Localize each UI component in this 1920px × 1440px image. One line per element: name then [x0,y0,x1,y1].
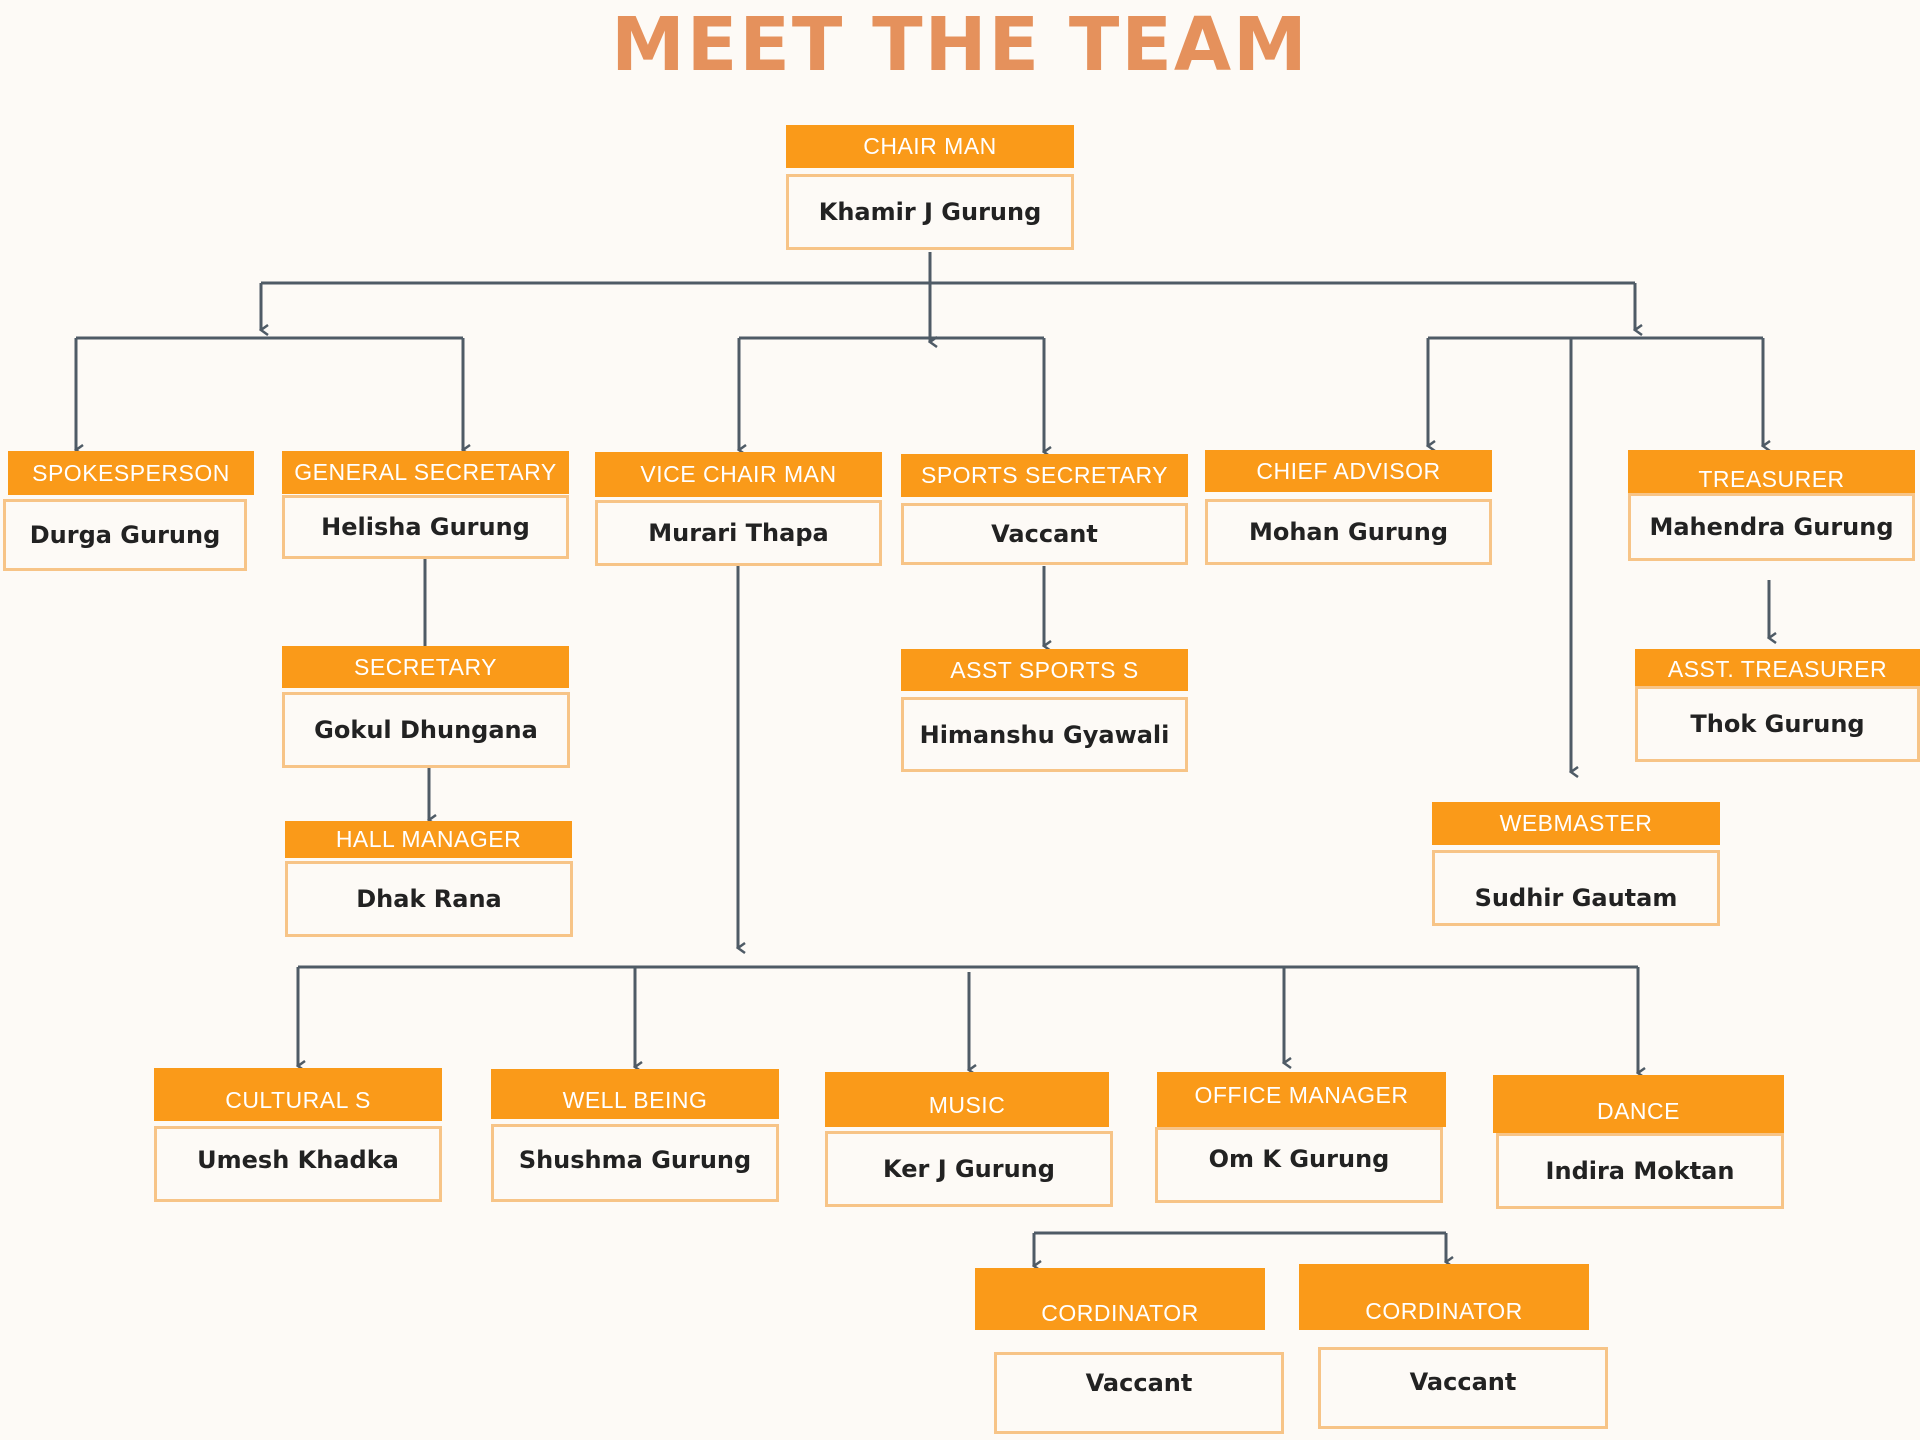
page-title: MEET THE TEAM [611,2,1309,88]
name-spokesperson: Durga Gurung [3,499,247,571]
role-well-being: WELL BEING [491,1069,779,1119]
role-hall-manager: HALL MANAGER [285,821,572,858]
role-office-manager: OFFICE MANAGER [1157,1072,1446,1127]
name-general-secretary: Helisha Gurung [282,495,569,559]
role-cultural: CULTURAL S [154,1068,442,1121]
role-coordinator-2: CORDINATOR [1299,1264,1589,1330]
role-coordinator-1: CORDINATOR [975,1268,1265,1330]
name-vice-chairman: Murari Thapa [595,500,882,566]
role-sports-secretary: SPORTS SECRETARY [901,454,1188,497]
name-cultural: Umesh Khadka [154,1126,442,1202]
name-sports-secretary: Vaccant [901,503,1188,565]
role-webmaster: WEBMASTER [1432,802,1720,845]
name-music: Ker J Gurung [825,1131,1113,1207]
role-dance: DANCE [1493,1075,1784,1133]
role-general-secretary: GENERAL SECRETARY [282,451,569,494]
name-coordinator-1: Vaccant [994,1352,1284,1434]
role-chairman: CHAIR MAN [786,125,1074,168]
name-asst-sports: Himanshu Gyawali [901,697,1188,772]
name-hall-manager: Dhak Rana [285,861,573,937]
name-coordinator-2: Vaccant [1318,1347,1608,1429]
name-chief-advisor: Mohan Gurung [1205,499,1492,565]
name-dance: Indira Moktan [1496,1133,1784,1209]
name-asst-treasurer: Thok Gurung [1635,686,1920,762]
role-vice-chairman: VICE CHAIR MAN [595,452,882,497]
role-secretary: SECRETARY [282,646,569,688]
role-music: MUSIC [825,1072,1109,1127]
name-chairman: Khamir J Gurung [786,174,1074,250]
role-asst-treasurer: ASST. TREASURER [1635,649,1920,689]
name-secretary: Gokul Dhungana [282,692,570,768]
name-webmaster: Sudhir Gautam [1432,850,1720,926]
role-chief-advisor: CHIEF ADVISOR [1205,450,1492,492]
role-asst-sports: ASST SPORTS S [901,649,1188,691]
name-office-manager: Om K Gurung [1155,1127,1443,1203]
role-treasurer: TREASURER [1628,450,1915,494]
name-well-being: Shushma Gurung [491,1124,779,1202]
role-spokesperson: SPOKESPERSON [8,451,254,495]
name-treasurer: Mahendra Gurung [1628,493,1915,561]
